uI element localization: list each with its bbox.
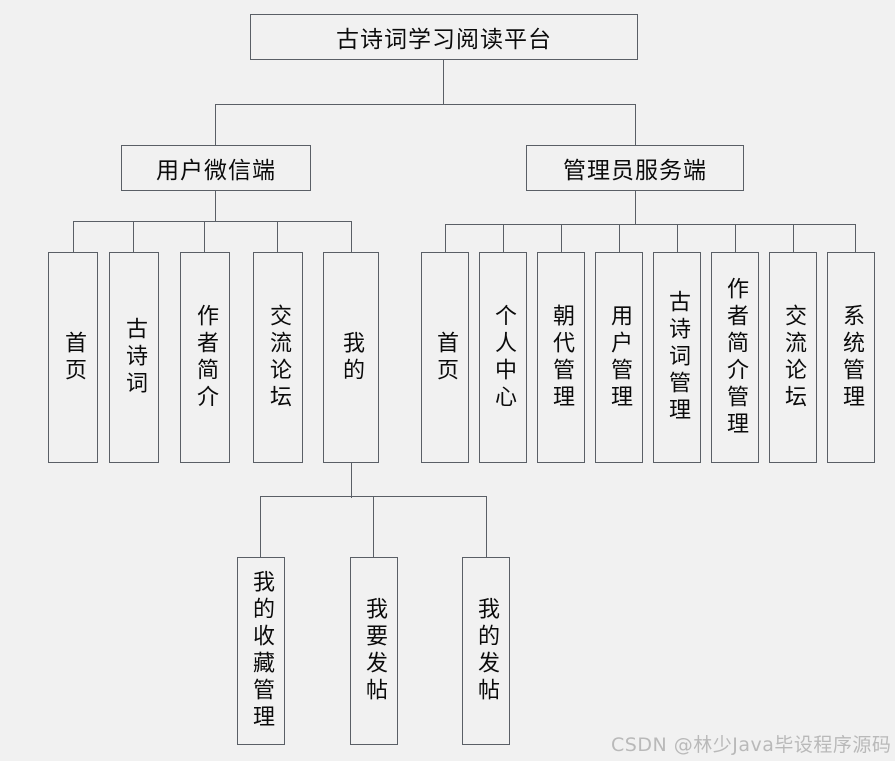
node-admin-item-poetry-manage[interactable]: 古诗词管理: [653, 252, 701, 463]
connector-mine-stem: [351, 463, 353, 498]
connector-admin-item-0-drop: [445, 224, 447, 253]
node-user-item-forum-label: 交流论坛: [266, 303, 291, 412]
connector-mine-item-2-drop: [486, 496, 488, 558]
connector-user-item-3-drop: [277, 221, 279, 253]
connector-admin-server-stem: [635, 191, 637, 225]
connector-admin-item-1-drop: [503, 224, 505, 253]
node-admin-item-dynasty-manage[interactable]: 朝代管理: [537, 252, 585, 463]
node-mine-item-favorites-manage[interactable]: 我的收藏管理: [237, 557, 285, 745]
node-user-item-author-intro-label: 作者简介: [193, 303, 218, 412]
node-admin-item-author-intro-manage-label: 作者简介管理: [723, 276, 748, 439]
connector-admin-item-2-drop: [561, 224, 563, 253]
node-mine-item-my-posts[interactable]: 我的发帖: [462, 557, 510, 745]
connector-level1-bus: [215, 104, 636, 106]
node-admin-item-system-manage[interactable]: 系统管理: [827, 252, 875, 463]
connector-user-client-drop: [215, 104, 217, 145]
node-admin-item-user-manage-label: 用户管理: [607, 303, 632, 412]
connector-mine-item-0-drop: [260, 496, 262, 558]
node-root-platform-label: 古诗词学习阅读平台: [336, 27, 552, 53]
connector-user-item-0-drop: [73, 221, 75, 253]
connector-admin-item-7-drop: [855, 224, 857, 253]
node-user-client-label: 用户微信端: [156, 158, 276, 184]
node-mine-item-new-post-label: 我要发帖: [362, 597, 387, 705]
node-root-platform[interactable]: 古诗词学习阅读平台: [250, 14, 638, 60]
node-user-item-forum[interactable]: 交流论坛: [253, 252, 303, 463]
node-admin-item-forum[interactable]: 交流论坛: [769, 252, 817, 463]
node-user-client[interactable]: 用户微信端: [121, 145, 311, 191]
node-mine-item-new-post[interactable]: 我要发帖: [350, 557, 398, 745]
connector-user-client-bus: [73, 221, 352, 223]
connector-admin-item-3-drop: [619, 224, 621, 253]
connector-root-drop: [443, 60, 445, 105]
node-admin-item-forum-label: 交流论坛: [781, 303, 806, 412]
connector-admin-item-6-drop: [793, 224, 795, 253]
node-user-item-mine-label: 我的: [339, 330, 364, 385]
node-mine-item-favorites-manage-label: 我的收藏管理: [249, 570, 274, 732]
connector-admin-server-drop: [635, 104, 637, 145]
connector-mine-item-1-drop: [373, 496, 375, 558]
connector-user-client-stem: [215, 191, 217, 222]
node-user-item-home-label: 首页: [61, 330, 86, 385]
node-user-item-author-intro[interactable]: 作者简介: [180, 252, 230, 463]
node-admin-item-user-manage[interactable]: 用户管理: [595, 252, 643, 463]
connector-user-item-4-drop: [351, 221, 353, 253]
node-admin-item-system-manage-label: 系统管理: [839, 303, 864, 412]
node-user-item-mine[interactable]: 我的: [323, 252, 379, 463]
node-admin-item-dynasty-manage-label: 朝代管理: [549, 303, 574, 412]
node-mine-item-my-posts-label: 我的发帖: [474, 597, 499, 705]
node-admin-item-author-intro-manage[interactable]: 作者简介管理: [711, 252, 759, 463]
connector-admin-item-5-drop: [735, 224, 737, 253]
connector-admin-item-4-drop: [677, 224, 679, 253]
connector-user-item-1-drop: [133, 221, 135, 253]
node-admin-item-personal-center[interactable]: 个人中心: [479, 252, 527, 463]
connector-admin-server-bus: [445, 224, 856, 226]
node-admin-item-personal-center-label: 个人中心: [491, 303, 516, 412]
node-admin-server[interactable]: 管理员服务端: [526, 145, 744, 191]
node-admin-item-home-label: 首页: [433, 330, 458, 385]
node-admin-server-label: 管理员服务端: [563, 158, 707, 184]
csdn-watermark: CSDN @林少Java毕设程序源码: [611, 734, 892, 756]
node-admin-item-poetry-manage-label: 古诗词管理: [665, 290, 690, 425]
connector-user-item-2-drop: [204, 221, 206, 253]
node-admin-item-home[interactable]: 首页: [421, 252, 469, 463]
node-user-item-home[interactable]: 首页: [48, 252, 98, 463]
node-user-item-poetry-label: 古诗词: [122, 317, 147, 398]
node-user-item-poetry[interactable]: 古诗词: [109, 252, 159, 463]
